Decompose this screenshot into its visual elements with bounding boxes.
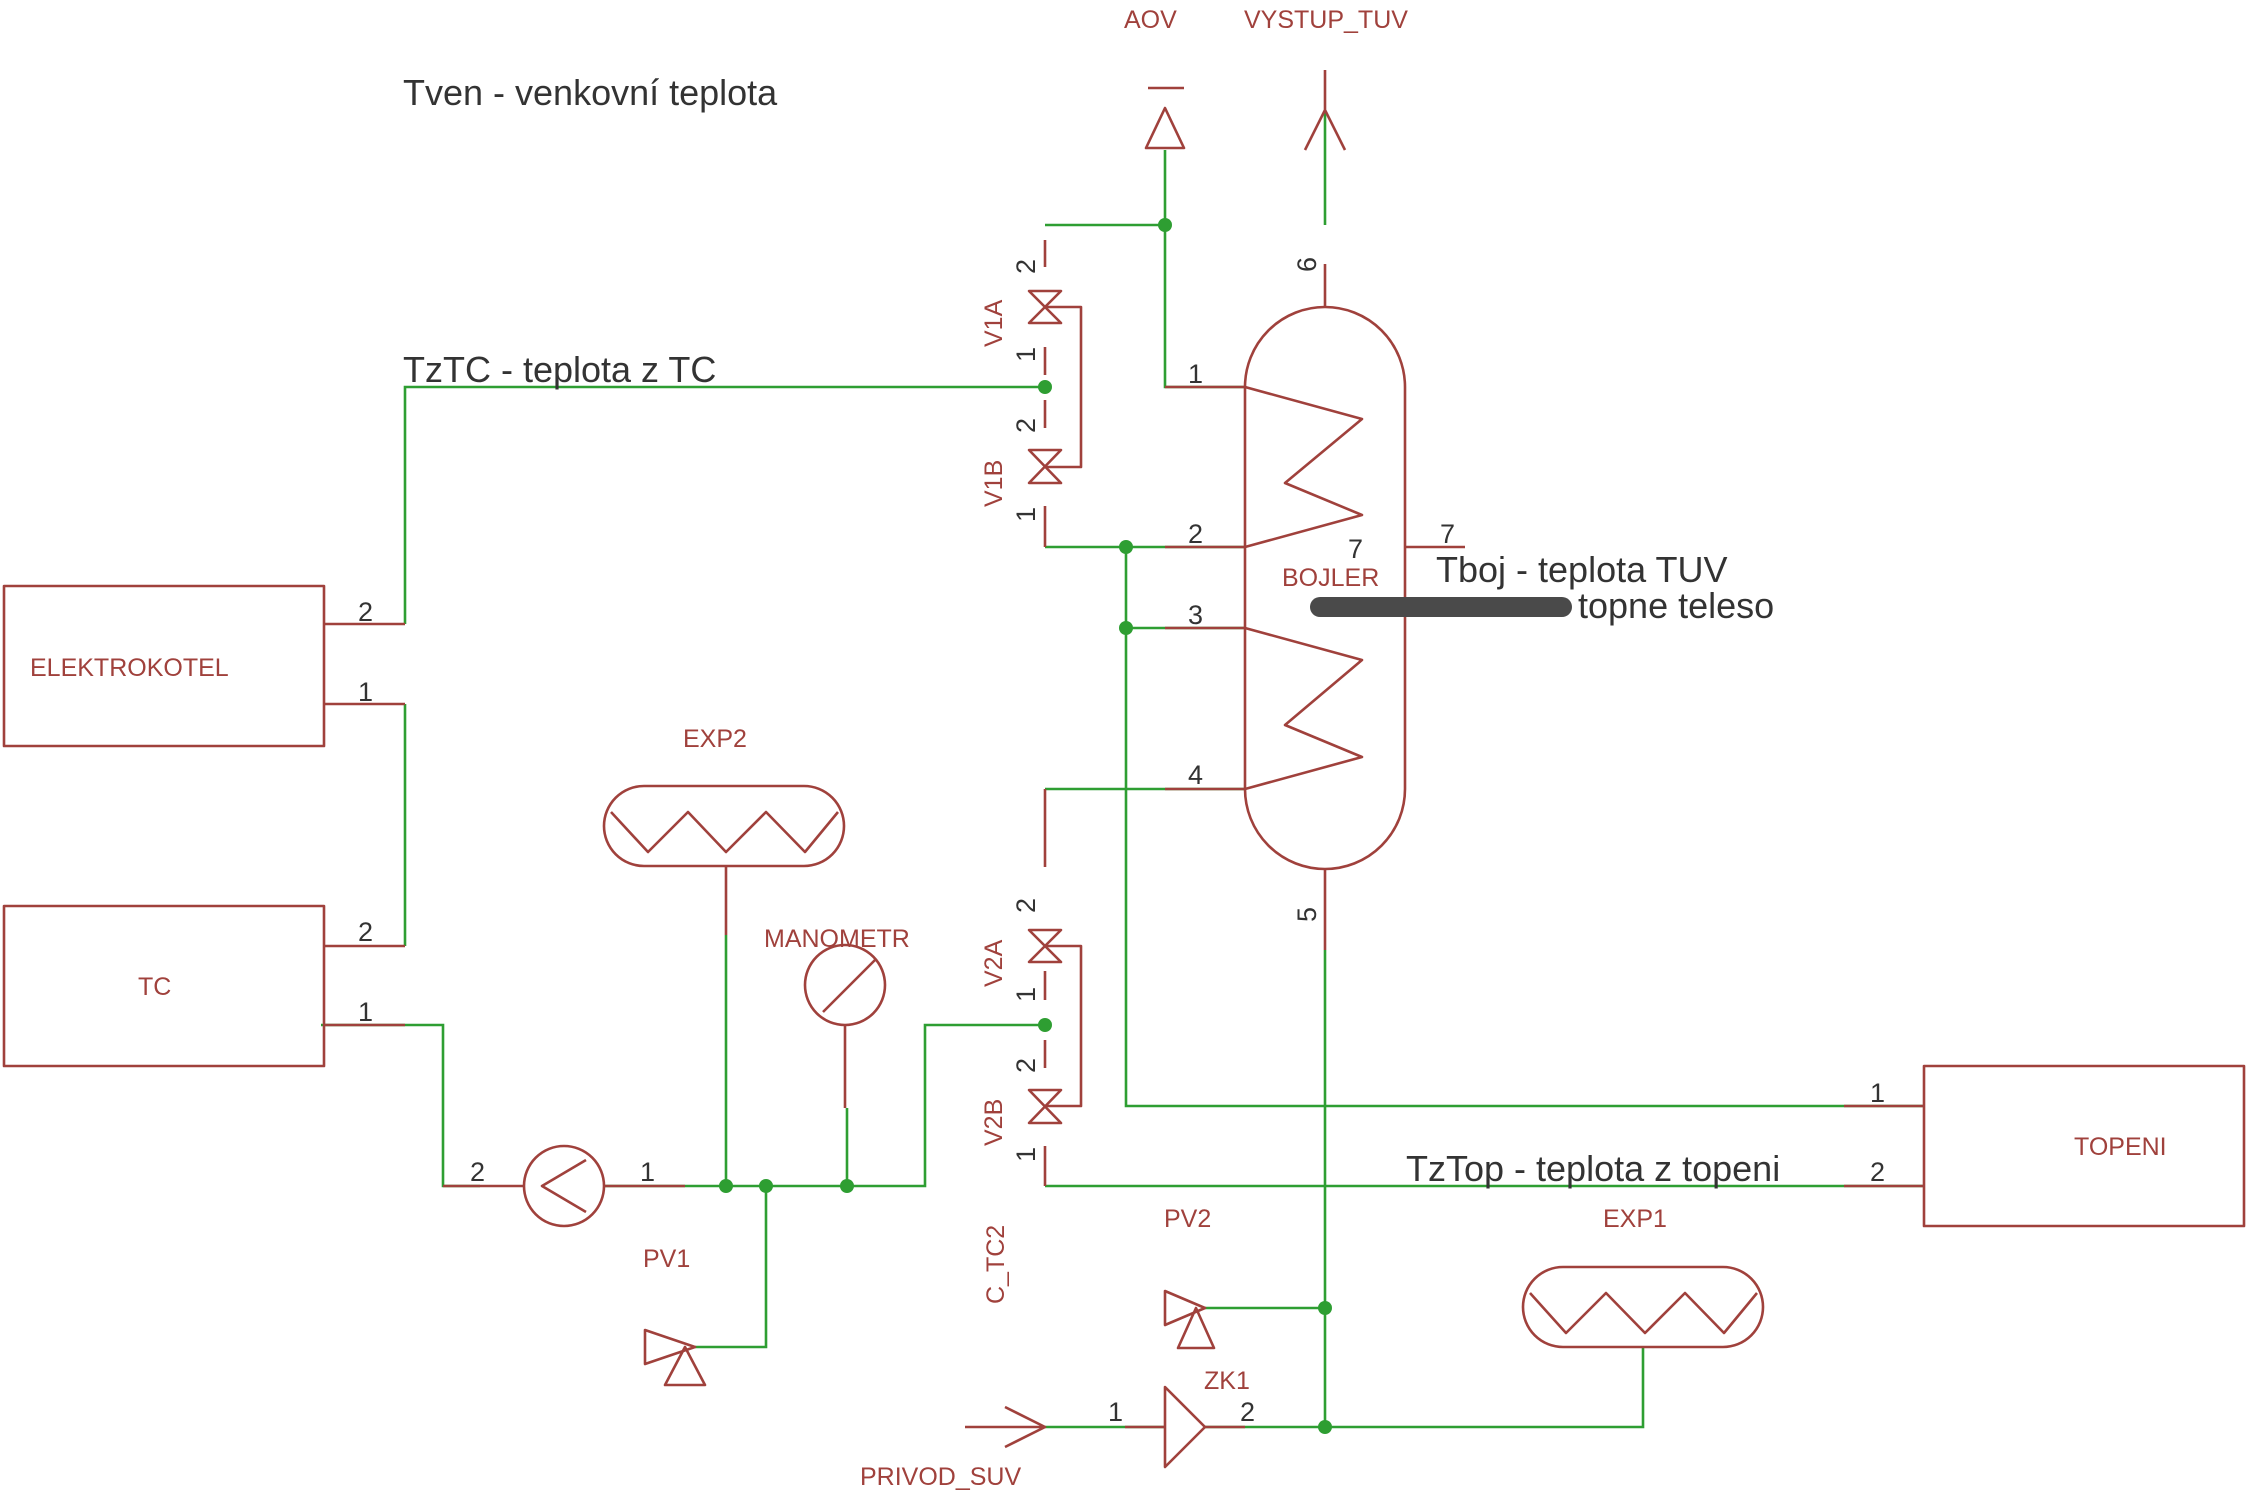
exp2-symbol — [602, 784, 846, 935]
pin-v2b-2: 2 — [1011, 1058, 1041, 1073]
aov-symbol — [1144, 86, 1186, 150]
note-outdoor-temp: Tven - venkovní teplota — [403, 72, 778, 113]
pump-label: C_TC2 — [982, 1225, 1010, 1304]
v2b-label: V2B — [980, 1099, 1008, 1146]
privod-label: PRIVOD_SUV — [860, 1463, 1021, 1491]
privod-arrow-symbol — [965, 1405, 1047, 1449]
manometr-label: MANOMETR — [764, 925, 910, 953]
exp1-label: EXP1 — [1603, 1205, 1667, 1233]
note-heater: topne teleso — [1578, 585, 1774, 626]
note-heating-temp: TzTop - teplota z topeni — [1406, 1148, 1780, 1189]
bojler-label: BOJLER — [1282, 564, 1379, 592]
nets — [321, 110, 1924, 1429]
vystup-label: VYSTUP_TUV — [1244, 6, 1408, 34]
pump-symbol — [443, 1144, 685, 1228]
aov-label: AOV — [1124, 6, 1177, 34]
pin-bojler-3: 3 — [1188, 600, 1203, 630]
pin-bojler-7-right: 7 — [1440, 519, 1455, 549]
pin-numbers: 2 1 2 1 2 1 1 2 1 2 1 2 3 4 7 7 6 5 2 1 … — [358, 257, 1885, 1427]
pin-v2b-1: 1 — [1011, 1147, 1041, 1162]
pin-check-2: 2 — [1240, 1397, 1255, 1427]
notes: Tven - venkovní teplota TzTC - teplota z… — [403, 72, 1780, 1189]
v1b-label: V1B — [980, 460, 1008, 507]
tc-symbol — [2, 904, 405, 1068]
pin-v2a-1: 1 — [1011, 987, 1041, 1002]
pin-v2a-2: 2 — [1011, 898, 1041, 913]
component-labels: ELEKTROKOTEL TC TOPENI BOJLER EXP2 EXP1 … — [30, 6, 2167, 1491]
pin-pump-1: 1 — [640, 1157, 655, 1187]
pin-bojler-2: 2 — [1188, 519, 1203, 549]
pin-v1a-2: 2 — [1011, 259, 1041, 274]
pin-elektrokotel-2: 2 — [358, 597, 373, 627]
pin-bojler-1: 1 — [1188, 359, 1203, 389]
note-boiler-temp: Tboj - teplota TUV — [1436, 549, 1727, 590]
junction-dots — [719, 218, 1332, 1434]
check-valve-symbol — [1125, 1385, 1245, 1469]
pin-v1b-1: 1 — [1011, 507, 1041, 522]
pv1-symbol — [643, 1328, 707, 1387]
exp2-label: EXP2 — [683, 725, 747, 753]
topeni-label: TOPENI — [2074, 1133, 2167, 1161]
pin-check-1: 1 — [1108, 1397, 1123, 1427]
pin-v1a-1: 1 — [1011, 347, 1041, 362]
pin-tc-1: 1 — [358, 997, 373, 1027]
zk1-label: ZK1 — [1204, 1367, 1250, 1395]
pin-bojler-7: 7 — [1348, 534, 1363, 564]
v2-valves-symbol — [1027, 789, 1083, 1186]
exp1-symbol — [1521, 1265, 1765, 1349]
pin-topeni-2: 2 — [1870, 1157, 1885, 1187]
vystup-arrow-symbol — [1303, 70, 1347, 151]
zk1-symbol — [1163, 1289, 1216, 1350]
v1-valves-symbol — [1027, 240, 1083, 547]
v2a-label: V2A — [980, 939, 1008, 987]
pin-v1b-2: 2 — [1011, 418, 1041, 433]
elektrokotel-label: ELEKTROKOTEL — [30, 654, 229, 682]
pv2-label: PV2 — [1164, 1205, 1211, 1233]
note-tc-temp: TzTC - teplota z TC — [403, 349, 716, 390]
topeni-symbol — [1844, 1064, 2246, 1228]
pin-bojler-6: 6 — [1292, 257, 1322, 272]
pin-bojler-5: 5 — [1292, 907, 1322, 922]
tc-label: TC — [138, 973, 171, 1001]
pin-topeni-1: 1 — [1870, 1078, 1885, 1108]
pin-pump-2: 2 — [470, 1157, 485, 1187]
elektrokotel-symbol — [2, 584, 405, 748]
pin-elektrokotel-1: 1 — [358, 677, 373, 707]
bojler-symbol — [1165, 264, 1572, 950]
pin-tc-2: 2 — [358, 917, 373, 947]
v1a-label: V1A — [980, 299, 1008, 347]
manometr-symbol — [803, 943, 887, 1108]
pv1-label: PV1 — [643, 1245, 690, 1273]
pin-bojler-4: 4 — [1188, 760, 1203, 790]
